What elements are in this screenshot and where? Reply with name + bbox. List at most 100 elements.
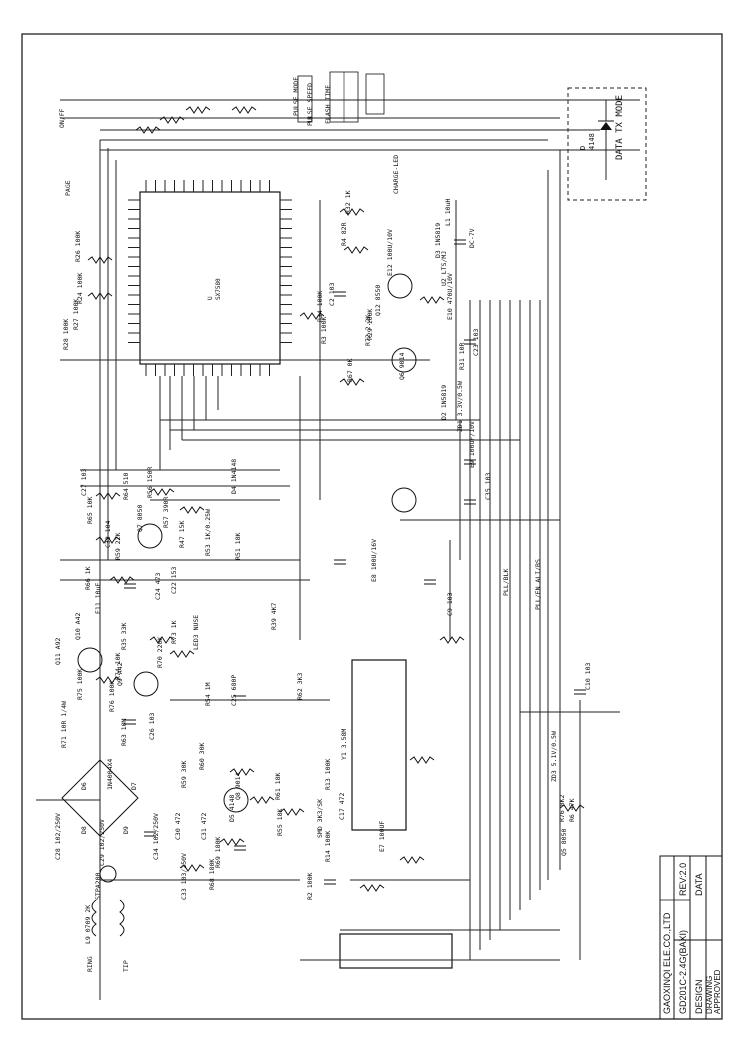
- component-label: R67 0K: [346, 358, 354, 382]
- component-label: R55 18K: [276, 809, 284, 836]
- diode-symbol: [600, 122, 612, 130]
- component-label: Q10 A42: [74, 613, 82, 640]
- component-label: D9: [122, 826, 130, 834]
- keypad-connector: [339, 933, 453, 969]
- component-label: R65 10K: [86, 497, 94, 524]
- component-label: R14 100K: [324, 831, 332, 862]
- component-label: R6 47K: [568, 798, 576, 822]
- component-label: R34 100K: [316, 291, 324, 322]
- component-label: CHARGE-LED: [392, 155, 400, 194]
- component-label: C34 102/250V: [152, 813, 160, 860]
- component-label: C29 102/250V: [98, 819, 106, 866]
- component-label: C22 153: [170, 567, 178, 594]
- component-label: U2 LTS/MJ: [440, 251, 448, 286]
- component-label: D6: [80, 782, 88, 790]
- component-label: R62 3K3: [296, 673, 304, 700]
- component-label: Q6 9014: [398, 353, 406, 380]
- component-label: R56 150R: [146, 467, 154, 498]
- component-label: 1N4004X4: [106, 759, 114, 790]
- component-label: PLL/BLK: [502, 569, 510, 596]
- component-label: R75 100K: [76, 669, 84, 700]
- component-label: PULSE MODE: [292, 77, 300, 116]
- component-label: R32 1K: [344, 190, 352, 214]
- component-label: E10 470U/10V: [446, 273, 454, 320]
- component-label: C35 103: [484, 473, 492, 500]
- component-label: R35 33K: [120, 623, 128, 650]
- component-label: R70 220K: [156, 637, 164, 668]
- component-label: Q8 9014: [234, 773, 242, 800]
- component-label: LED3 NUSE: [192, 615, 200, 650]
- component-label: C33 103/250V: [180, 853, 188, 900]
- component-label: R59 22K: [114, 533, 122, 560]
- component-label: R13 100K: [324, 759, 332, 790]
- component-label: Y1 3.58M: [340, 729, 348, 760]
- main-ic: U SX7580: [128, 180, 292, 376]
- component-label: C25 680P: [230, 675, 238, 706]
- component-label: C23 103: [472, 329, 480, 356]
- component-label: R76 100K: [108, 681, 116, 712]
- sheet-border: [21, 33, 723, 1020]
- component-label: R53 1K/0.25W: [204, 509, 212, 556]
- component-label: D3 1N5819: [434, 223, 442, 258]
- component-label: C27 103: [80, 469, 88, 496]
- component-label: Q5 8050: [560, 829, 568, 856]
- data-label: DATA: [694, 873, 704, 896]
- component-label: R39 4K7: [270, 603, 278, 630]
- component-label: R47 15K: [178, 521, 186, 548]
- component-label: R68 180K: [208, 859, 216, 890]
- component-label: D5 4148: [228, 795, 236, 822]
- data-tx-diode-part: 4148: [588, 133, 596, 150]
- component-label: R3 100K: [320, 317, 328, 344]
- model-name: GD201C-2.4G(BAXI): [678, 930, 688, 1014]
- component-label: Q9 A42: [116, 662, 124, 686]
- component-label: C26 103: [148, 713, 156, 740]
- component-label: PULSE SPEED: [306, 83, 314, 126]
- component-label: C9 103: [446, 592, 454, 616]
- component-label: R63 10M: [120, 719, 128, 746]
- component-label: R24 100K: [76, 273, 84, 304]
- component-label: R60 30K: [198, 743, 206, 770]
- component-label: E11 10uF: [94, 583, 102, 614]
- line-transformer: [91, 865, 125, 937]
- component-label: R4 82R: [340, 222, 348, 246]
- component-label: R29 100K: [366, 309, 374, 340]
- component-label: E9 100uF/10V: [468, 421, 476, 468]
- title-block: GAOXINQI ELE.CO.,LTD GD201C-2.4G(BAXI) R…: [659, 855, 723, 1020]
- component-label: D7: [130, 782, 138, 790]
- main-ic-ref: U: [207, 296, 214, 300]
- component-label: C30 472: [174, 813, 182, 840]
- component-label: R64 510: [122, 473, 130, 500]
- component-label: R61 18K: [274, 773, 282, 800]
- component-label: R66 1K: [84, 566, 92, 590]
- component-label: R26 100K: [74, 231, 82, 262]
- component-label: R74 10K: [114, 653, 122, 680]
- component-label: RING: [86, 956, 94, 972]
- component-label: SMD 3K3/SK: [316, 799, 324, 838]
- component-label: C17 472: [338, 793, 346, 820]
- component-label: L1 10uH: [444, 199, 452, 226]
- component-label: FLASH TIME: [324, 85, 332, 124]
- component-label: D2 1N5819: [440, 385, 448, 420]
- component-label: R51 18K: [234, 533, 242, 560]
- component-label: DC-7V: [468, 228, 476, 248]
- component-label: Q11 A92: [54, 638, 62, 665]
- component-label: R54 1M: [204, 682, 212, 706]
- component-label: R72 2.2K: [364, 315, 372, 346]
- component-label: R27 100K: [72, 299, 80, 330]
- component-label: C10 103: [584, 663, 592, 690]
- component-label: E12 100U/10V: [386, 229, 394, 276]
- component-label: STPA200: [94, 873, 102, 900]
- component-label: D4 1N4148: [230, 459, 238, 494]
- component-label: L9 0709 2K: [84, 905, 92, 944]
- component-label: Q7 8050: [136, 505, 144, 532]
- component-label: Q12 8550: [374, 285, 382, 316]
- component-label: R57 390R: [162, 497, 170, 528]
- data-tx-mode-label: DATA TX MODE: [615, 95, 625, 160]
- component-label: E8 100U/16V: [370, 539, 378, 582]
- component-label: R31 10R: [458, 343, 466, 370]
- component-label: R2 100K: [306, 873, 314, 900]
- component-label: C28 102/250V: [54, 813, 62, 860]
- component-label: R28 100K: [62, 319, 70, 350]
